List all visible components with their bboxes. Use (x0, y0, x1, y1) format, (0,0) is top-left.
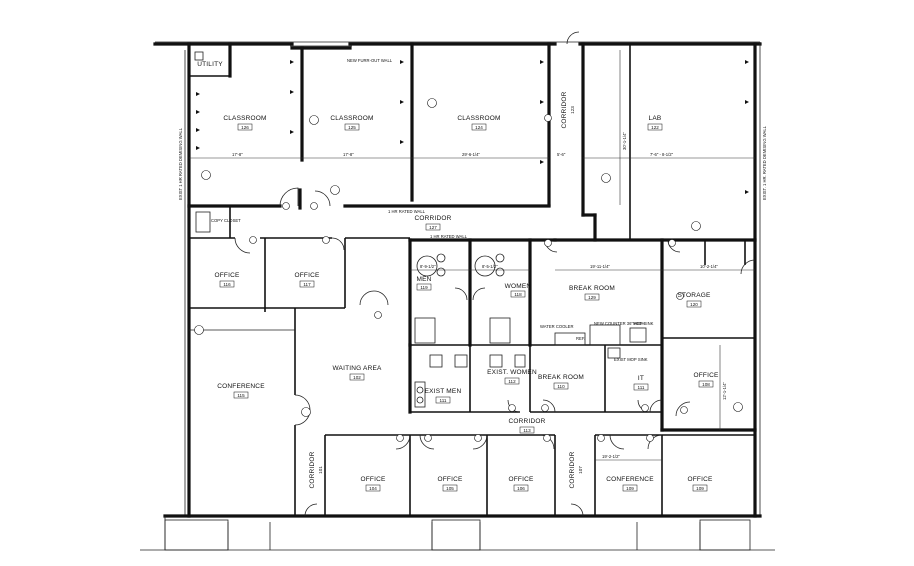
dim-men: 8'-9-1/2" (420, 264, 436, 269)
room-corridor-123-name: CORRIDOR (561, 91, 568, 128)
room-men-number: 119 (420, 285, 428, 290)
room-corridor-101-name: CORRIDOR (309, 451, 316, 488)
room-corridor-101-number: 101 (318, 466, 323, 474)
dim-break-room: 19'-11-1/4" (590, 264, 610, 269)
symbols (194, 98, 743, 442)
room-storage-name: STORAGE (677, 292, 711, 299)
dim-storage: 10'-2-1/4" (700, 264, 718, 269)
room-waiting-area-name: WAITING AREA (332, 365, 382, 372)
dim-lab-height: 30'-1-1/4" (622, 132, 627, 150)
room-break-room-129-number: 129 (588, 295, 596, 300)
room-exist-men-name: EXIST MEN (425, 388, 462, 395)
room-lab-name: LAB (649, 115, 662, 122)
room-corridor-107-number: 107 (578, 466, 583, 474)
note-fur-out-wall: NEW FURR-OUT WALL (347, 58, 393, 63)
room-corridor-123-number: 123 (570, 106, 575, 114)
room-office-104-number: 104 (369, 486, 377, 491)
room-exist-women-number: 112 (508, 379, 516, 384)
room-corridor-113-name: CORRIDOR (509, 418, 546, 425)
room-classroom-125-name: CLASSROOM (330, 115, 373, 122)
interior-walls (187, 42, 757, 516)
room-copy-closet-name: COPY CLOSET (211, 218, 241, 223)
room-conference-109-number: 109 (626, 486, 634, 491)
room-classroom-124-name: CLASSROOM (457, 115, 500, 122)
dim-corridor: 5'-6" (557, 152, 566, 157)
room-office-117-number: 117 (303, 282, 311, 287)
room-office-109b-number: 109 (696, 486, 704, 491)
fixtures (194, 51, 647, 408)
room-office-109b-name: OFFICE (687, 476, 712, 483)
dim-classroom-125: 17'-8" (343, 152, 354, 157)
plan-notes: NEW FURR-OUT WALL 1 HR RATED WALL 1 HR R… (178, 58, 767, 362)
room-break-room-110-number: 110 (557, 384, 565, 389)
room-office-116-name: OFFICE (214, 272, 239, 279)
room-office-108-name: OFFICE (693, 372, 718, 379)
room-women-name: WOMEN (505, 283, 532, 290)
room-office-106-name: OFFICE (508, 476, 533, 483)
room-corridor-127-name: CORRIDOR (415, 215, 452, 222)
room-utility-name: UTILITY (197, 61, 223, 68)
room-it-name: IT (638, 375, 644, 382)
room-it-number: 111 (638, 385, 645, 390)
room-lab-number: 122 (651, 125, 659, 130)
room-conference-109-name: CONFERENCE (606, 476, 654, 483)
room-office-105-number: 105 (446, 486, 454, 491)
room-storage-number: 120 (690, 302, 698, 307)
room-women-number: 118 (514, 292, 522, 297)
room-exist-women-name: EXIST. WOMEN (487, 369, 537, 376)
wall-tag-markers (196, 60, 749, 194)
dim-classroom-124: 29'-6-1/4" (462, 152, 480, 157)
dim-classroom-126: 17'-8" (232, 152, 243, 157)
note-ref: REF. (576, 336, 585, 341)
note-water-cooler: WATER COOLER (540, 324, 574, 329)
room-classroom-126-name: CLASSROOM (223, 115, 266, 122)
note-mop-sink: MOP SINK (633, 321, 654, 326)
room-labels: UTILITY CLASSROOM 126 CLASSROOM 125 CLAS… (197, 61, 719, 492)
room-men-name: MEN (416, 276, 431, 283)
note-new-counter: NEW COUNTER 36" HIGH (594, 321, 645, 326)
note-exist-mop-sink: EXIST MOP SINK (614, 357, 648, 362)
room-waiting-area-number: 102 (353, 375, 361, 380)
room-office-117-name: OFFICE (294, 272, 319, 279)
note-rated-wall-left: EXIST 1 HR RATED DEMISING WALL (178, 127, 183, 200)
exterior-walls (140, 41, 775, 551)
room-break-room-129-name: BREAK ROOM (569, 285, 615, 292)
note-rated-wall-corridor: 1 HR RATED WALL (430, 234, 468, 239)
room-conference-115-number: 115 (237, 393, 245, 398)
room-classroom-124-number: 124 (475, 125, 483, 130)
doors (234, 31, 756, 517)
room-classroom-125-number: 125 (348, 125, 356, 130)
dim-women: 8'-5-1/2" (482, 264, 498, 269)
room-classroom-126-number: 126 (241, 125, 249, 130)
room-exist-men-number: 111 (440, 398, 447, 403)
room-conference-115-name: CONFERENCE (217, 383, 265, 390)
room-corridor-127-number: 127 (429, 225, 437, 230)
dim-conference: 19'-2-1/2" (602, 454, 620, 459)
note-rated-wall-center: 1 HR RATED WALL (388, 209, 426, 214)
room-corridor-107-name: CORRIDOR (569, 451, 576, 488)
dimension-lines (189, 50, 755, 461)
dimension-text: 17'-8" 17'-8" 29'-6-1/4" 7'-6" - 8-1/2" … (232, 132, 727, 459)
room-corridor-113-number: 113 (523, 428, 531, 433)
room-office-104-name: OFFICE (360, 476, 385, 483)
room-office-116-number: 116 (223, 282, 231, 287)
room-break-room-110-name: BREAK ROOM (538, 374, 584, 381)
note-rated-wall-right: EXIST. 1 HR. RATED DEMISING WALL (762, 125, 767, 200)
dim-office-108: 12'-1-1/4" (722, 382, 727, 400)
room-office-108-number: 108 (702, 382, 710, 387)
dim-lab: 7'-6" - 8-1/2" (650, 152, 674, 157)
room-office-105-name: OFFICE (437, 476, 462, 483)
room-office-106-number: 106 (517, 486, 525, 491)
